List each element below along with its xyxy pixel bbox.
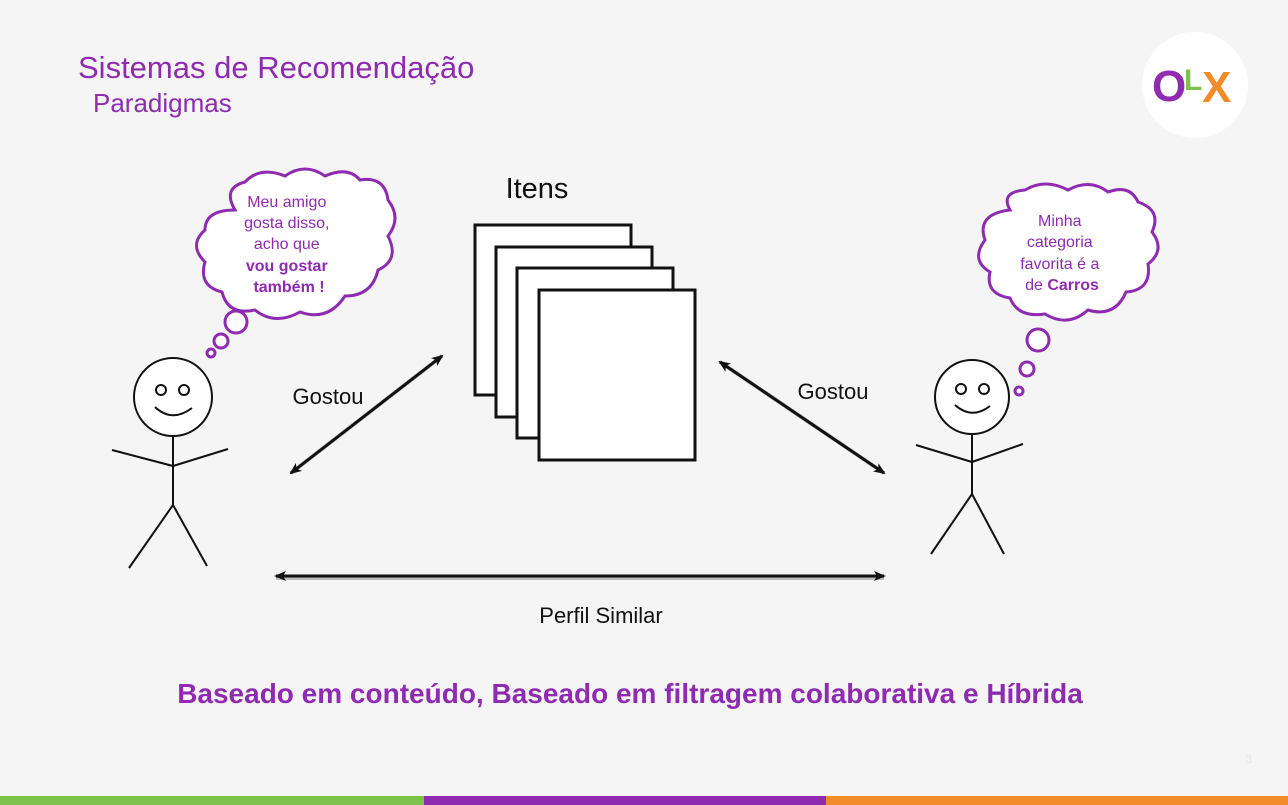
right-bubble-line1: Minha	[1038, 213, 1082, 230]
left-user-figure	[111, 357, 229, 569]
page-title: Sistemas de Recomendação	[78, 50, 475, 85]
paradigms-summary: Baseado em conteúdo, Baseado em filtrage…	[177, 678, 1083, 709]
left-bubble-line1: Meu amigo	[247, 194, 326, 211]
left-thought-bubble: Meu amigo gosta disso, acho que vou gost…	[195, 167, 397, 359]
left-bubble-line4: vou gostar	[246, 258, 328, 275]
footer-bar-orange	[826, 796, 1288, 805]
logo-letter-o: O	[1152, 62, 1186, 111]
page-number: 3	[1245, 752, 1252, 766]
similar-profile-arrow	[274, 571, 886, 581]
right-bubble-line4-bold: Carros	[1047, 277, 1099, 294]
right-bubble-line2: categoria	[1027, 234, 1093, 251]
logo-letter-x: X	[1202, 63, 1231, 112]
right-liked-label: Gostou	[798, 379, 869, 404]
page-subtitle: Paradigmas	[93, 88, 232, 118]
footer-bar-green	[0, 796, 424, 805]
items-label: Itens	[506, 173, 569, 205]
similar-profile-label: Perfil Similar	[539, 603, 662, 628]
right-bubble-line3: favorita é a	[1020, 256, 1099, 273]
recommendation-diagram: Meu amigo gosta disso, acho que vou gost…	[111, 167, 1160, 628]
right-thought-bubble: Minha categoria favorita é a de Carros	[977, 182, 1160, 397]
footer-bar-purple	[424, 796, 826, 805]
items-stack	[473, 223, 697, 462]
left-liked-label: Gostou	[293, 384, 364, 409]
right-bubble-line4-prefix: de	[1025, 277, 1047, 294]
right-liked-arrow	[718, 360, 886, 475]
svg-text:Minha categoria fa: Minha categoria favorita é a de Carros	[1020, 213, 1104, 294]
left-bubble-line5: também !	[253, 279, 324, 296]
logo-letter-l: L	[1184, 64, 1202, 97]
svg-text:Meu amigo gosta disso,: Meu amigo gosta disso, acho que vou gost…	[244, 194, 334, 296]
olx-logo: O L X	[1142, 32, 1248, 138]
left-liked-arrow	[289, 354, 444, 475]
left-bubble-line2: gosta disso,	[244, 215, 329, 232]
left-bubble-line3: acho que	[254, 236, 320, 253]
right-user-figure	[915, 359, 1024, 555]
